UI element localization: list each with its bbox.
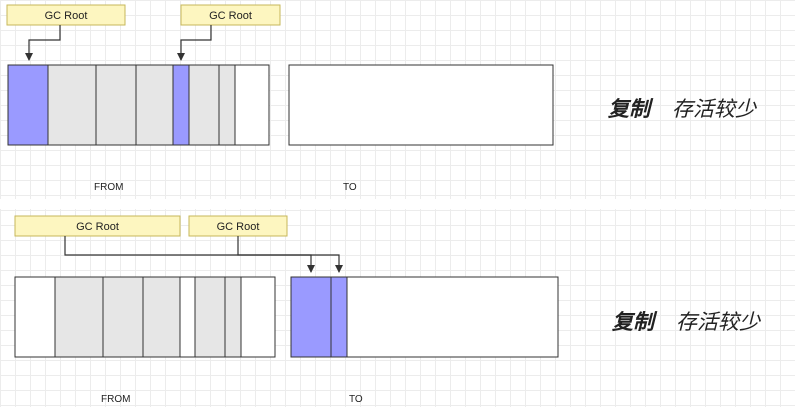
gc-root-box: GC Root xyxy=(180,4,281,26)
caption-bold: 复制 xyxy=(612,310,654,334)
garbage-block xyxy=(218,64,236,146)
caption-top: 复制存活较少 xyxy=(608,93,756,123)
gc-root-box: GC Root xyxy=(188,215,288,237)
caption-bottom: 复制存活较少 xyxy=(612,306,760,336)
empty-block xyxy=(234,64,270,146)
to-space xyxy=(290,276,559,358)
caption-text: 存活较少 xyxy=(672,97,756,121)
caption-bold: 复制 xyxy=(608,97,650,121)
live-object-block xyxy=(7,64,49,146)
empty-block xyxy=(14,276,56,358)
garbage-block xyxy=(95,64,137,146)
garbage-block xyxy=(135,64,174,146)
from-space xyxy=(7,64,270,146)
section-divider xyxy=(0,199,795,209)
reference-arrow xyxy=(237,236,343,273)
garbage-block xyxy=(188,64,220,146)
live-object-block xyxy=(172,64,190,146)
empty-block xyxy=(288,64,554,146)
gc-root-box: GC Root xyxy=(14,215,181,237)
garbage-block xyxy=(224,276,242,358)
live-object-block xyxy=(290,276,332,358)
reference-arrow xyxy=(64,236,315,273)
to-label: TO xyxy=(349,394,363,405)
reference-arrow xyxy=(177,25,212,61)
caption-text: 存活较少 xyxy=(676,310,760,334)
gc-root-label: GC Root xyxy=(76,221,119,233)
gc-root-label: GC Root xyxy=(209,10,252,22)
empty-block xyxy=(179,276,196,358)
from-label: FROM xyxy=(94,182,123,193)
garbage-block xyxy=(47,64,97,146)
garbage-block xyxy=(102,276,144,358)
from-label: FROM xyxy=(101,394,130,405)
garbage-block xyxy=(142,276,181,358)
top-panel: GC Root GC Root FROM TO xyxy=(6,4,554,193)
reference-arrow xyxy=(25,25,61,61)
empty-block xyxy=(240,276,276,358)
gc-root-box: GC Root xyxy=(6,4,126,26)
from-space xyxy=(14,276,276,358)
to-space xyxy=(288,64,554,146)
live-object-block xyxy=(330,276,348,358)
garbage-block xyxy=(194,276,226,358)
bottom-panel: GC Root GC Root FROM TO xyxy=(14,215,559,405)
gc-root-label: GC Root xyxy=(217,221,260,233)
gc-root-label: GC Root xyxy=(45,10,88,22)
garbage-block xyxy=(54,276,104,358)
to-label: TO xyxy=(343,182,357,193)
